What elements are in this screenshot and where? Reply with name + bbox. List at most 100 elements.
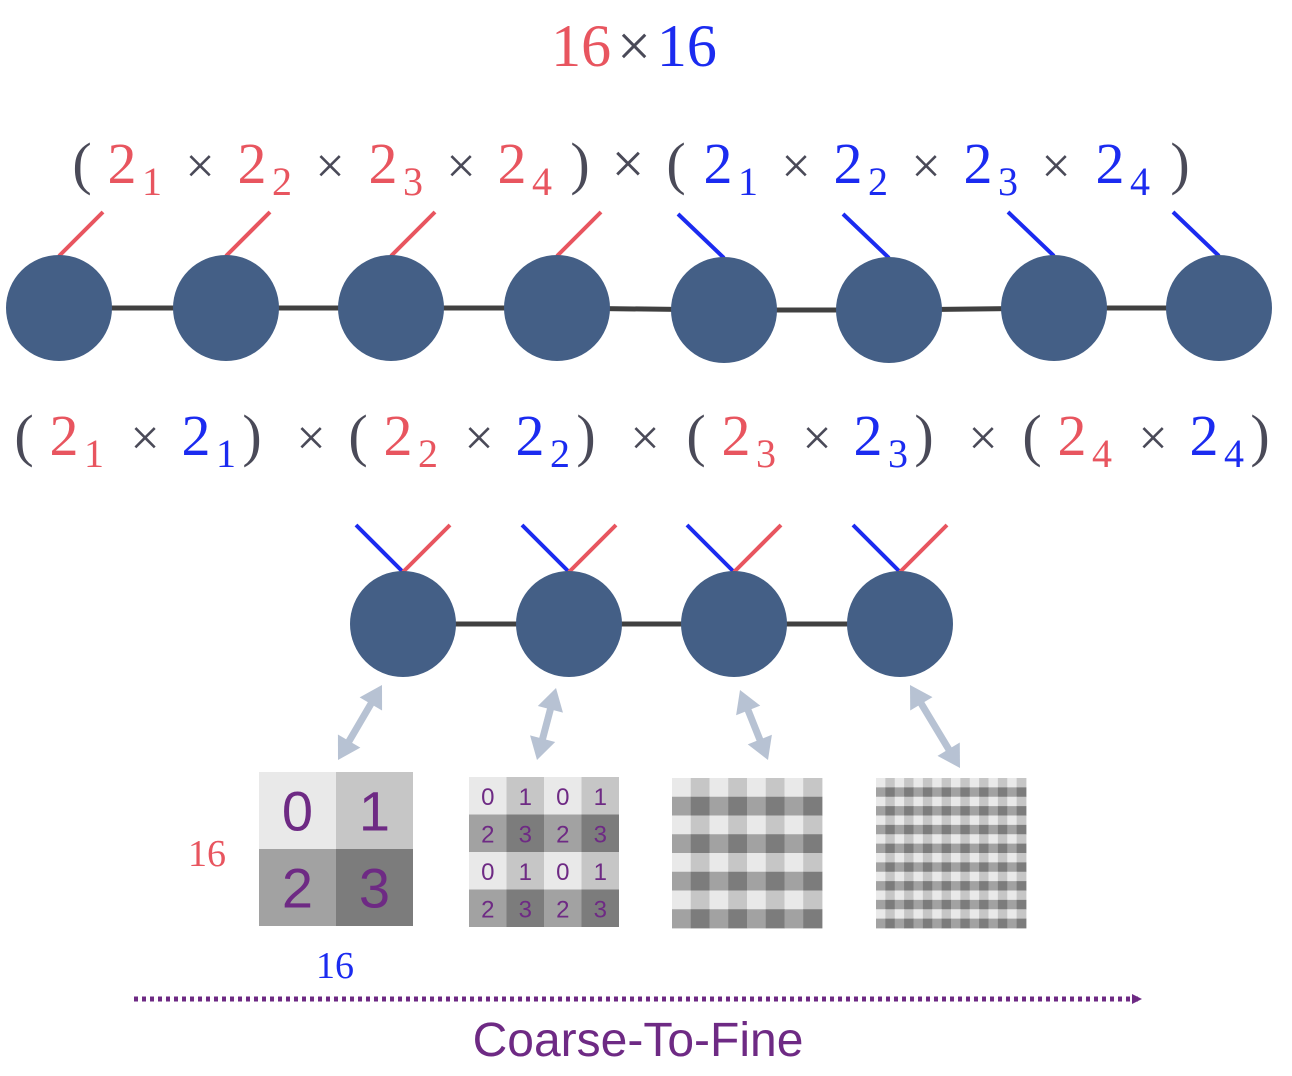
factor-subscript: 4: [532, 159, 552, 204]
paren-open: (: [14, 403, 33, 468]
grid-cell: [690, 778, 710, 798]
tensor-node: [504, 255, 610, 361]
grid-cell: [932, 796, 943, 807]
grid-cell: [894, 909, 905, 920]
grid-cell: [969, 890, 980, 901]
grid-cell: [969, 909, 980, 920]
grid-cell: [876, 778, 886, 788]
grid-cell: [979, 834, 989, 845]
grid-cell: [1016, 871, 1027, 882]
factor-base: 2: [964, 131, 993, 196]
grid-cell: [960, 834, 971, 845]
times-op: ×: [185, 138, 214, 195]
grid-cell: [988, 909, 999, 920]
grid-cell: [581, 814, 619, 852]
grid-cell: [969, 796, 980, 807]
grid-cell: [922, 853, 933, 863]
leg-red: [57, 210, 105, 258]
grid-cell: [997, 909, 1008, 920]
grid-cell: [544, 777, 582, 815]
grid-cell: [885, 815, 896, 826]
grid-cell: [876, 843, 886, 854]
grid-cell: [979, 899, 989, 910]
grid-cell: [885, 853, 896, 863]
grid-cell: [765, 815, 785, 835]
grid-cell: [951, 909, 961, 920]
grid-cell: [979, 806, 989, 816]
grid-cell: [894, 834, 905, 845]
grid-cell: [904, 787, 914, 798]
grid-cell: [941, 909, 952, 920]
grid-cell: [1016, 787, 1027, 798]
double-arrow-head: [359, 685, 383, 711]
grid-cell: [979, 787, 989, 798]
paren-open: (: [72, 131, 91, 196]
grid-cell: [913, 890, 924, 901]
grid-cell: [988, 843, 999, 854]
grid-cell: [747, 834, 767, 854]
factor-subscript: 3: [998, 159, 1018, 204]
grid-cell: [904, 796, 914, 807]
grid-cell: [728, 778, 748, 798]
grid-cell: [709, 815, 729, 835]
grid-cell: [581, 777, 619, 815]
grid-cell: [803, 778, 823, 798]
grid-cell: [951, 881, 961, 891]
grid-cell-label: 1: [359, 780, 390, 843]
leg-blue: [676, 212, 726, 260]
grid-cell: [765, 909, 785, 929]
grid-cell: [960, 843, 971, 854]
grid-cell: [997, 890, 1008, 901]
grid-cell: [672, 890, 692, 910]
grid-cell: [951, 834, 961, 845]
tensor-node: [173, 255, 279, 361]
grid-cell-label: 1: [594, 784, 607, 811]
grid-cell: [951, 815, 961, 826]
grid-cell: [941, 881, 952, 891]
grid-cell: [941, 853, 952, 863]
grid-cell: [544, 889, 582, 927]
grid-cell: [951, 824, 961, 835]
grid-cell: [690, 834, 710, 854]
times-op: ×: [446, 138, 475, 195]
grid-cell: [894, 815, 905, 826]
grid-cell: [690, 871, 710, 891]
grid-cell: [932, 881, 943, 891]
grid-cell: [894, 899, 905, 910]
paren-close: ): [1250, 403, 1269, 468]
leg-blue: [1171, 210, 1221, 258]
grid-cell: [336, 772, 413, 849]
grid-cell: [960, 899, 971, 910]
grid-cell: [922, 909, 933, 920]
grid-cell: [913, 881, 924, 891]
grid-cell: [709, 796, 729, 816]
grid-cell: [979, 778, 989, 788]
times-op: ×: [1041, 138, 1070, 195]
grid-cell: [913, 834, 924, 845]
grid-cell: [960, 796, 971, 807]
grid-cell: [997, 871, 1008, 882]
tensor-node: [6, 255, 112, 361]
factor-subscript: 1: [142, 159, 162, 204]
grid-cell: [960, 881, 971, 891]
grid-cell: [904, 881, 914, 891]
leg-blue: [1006, 210, 1056, 258]
factor-base: 2: [854, 403, 883, 468]
grid-cell: [988, 796, 999, 807]
grid-cell: [747, 890, 767, 910]
grid-cell: [997, 824, 1008, 835]
factor-base: 2: [182, 403, 211, 468]
grid-cell: [941, 787, 952, 798]
grid-cell: [506, 814, 544, 852]
grid-cell: [728, 853, 748, 873]
grid-cell: [1016, 899, 1027, 910]
grid-cell: [672, 871, 692, 891]
double-arrow-shaft: [742, 702, 766, 748]
grid-cell: [932, 899, 943, 910]
grid-cell: [885, 834, 896, 845]
grid-cell: [941, 843, 952, 854]
times-op: ×: [315, 138, 344, 195]
